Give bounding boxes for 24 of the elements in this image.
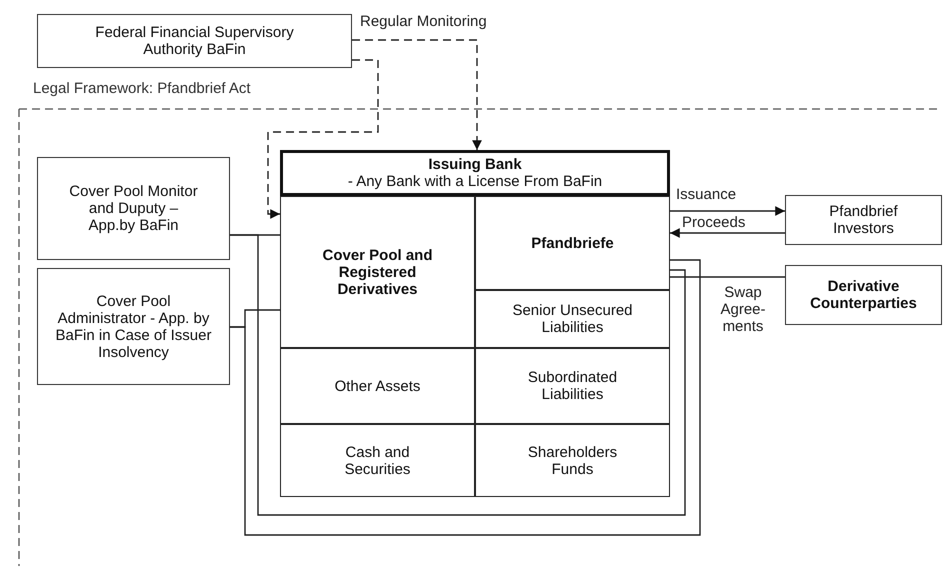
process-box: Cover Pool Monitor and Duputy – App.by BaFin — [37, 157, 230, 260]
dashed-arrow — [267, 59, 379, 219]
table-cell: Senior Unsecured Liabilities — [475, 290, 670, 348]
arrow — [670, 228, 785, 238]
process-box: Pfandbrief Investors — [785, 195, 942, 245]
dashed-arrow — [352, 39, 482, 150]
box-text: - Any Bank with a License From BaFin — [348, 173, 602, 190]
process-box: Derivative Counterparties — [785, 265, 942, 325]
table-cell: Cover Pool and Registered Derivatives — [280, 196, 475, 348]
connector-line — [670, 276, 785, 278]
process-box: Cover Pool Administrator - App. by BaFin in Case of Issuer Insolvency — [37, 268, 230, 385]
connector-line — [230, 234, 686, 516]
box-heading: Issuing Bank — [428, 156, 522, 173]
connector-line — [230, 259, 701, 536]
table-cell: Subordinated Liabilities — [475, 348, 670, 424]
table-cell: Cash and Securities — [280, 424, 475, 497]
edge-label: Regular Monitoring — [360, 13, 487, 30]
arrow — [670, 206, 785, 216]
table-cell: Pfandbriefe — [475, 196, 670, 290]
region-title: Legal Framework: Pfandbrief Act — [33, 80, 251, 97]
table-cell: Other Assets — [280, 348, 475, 424]
process-box: Federal Financial Supervisory Authority BaFin — [37, 14, 352, 68]
table-cell: Shareholders Funds — [475, 424, 670, 497]
bank-box — [280, 150, 670, 196]
